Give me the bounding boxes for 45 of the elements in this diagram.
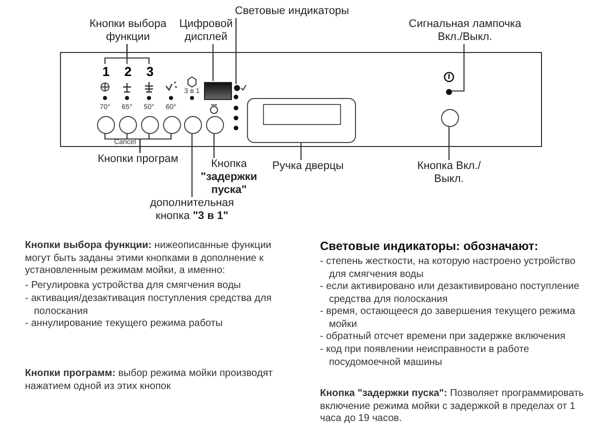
digital-display (204, 82, 232, 100)
callout-label: Кнопка Вкл./Выкл. (409, 160, 489, 186)
description-text: Кнопки выбора функции: нижеописанные функции могут быть заданы этими кнопками в дополнение к установленным режимам мойки, а именно: (25, 240, 272, 278)
number-label: 1 (101, 65, 111, 79)
leader-line (213, 133, 215, 158)
list-item: - Регулировка устройства для смягчения воды (25, 280, 242, 292)
leader-line (212, 44, 214, 81)
leader-line (191, 133, 193, 197)
leader-line (300, 142, 302, 160)
callout-label: Сигнальная лампочка Вкл./Выкл. (405, 18, 525, 44)
round-button (184, 116, 202, 134)
leader-line (139, 133, 172, 153)
callout-label: Кнопки програм (92, 153, 184, 166)
callout-label: Световые индикаторы (222, 5, 362, 18)
callout-label: Кнопки выбора функции (78, 18, 178, 44)
round-button (206, 116, 224, 134)
description-text: Кнопки программ: выбор режима мойки производят нажатием одной из этих кнопок (25, 368, 274, 393)
callout-label: Кнопка "задержки пуска" (199, 158, 259, 197)
callout-label: Ручка дверцы (268, 160, 348, 173)
list-item: - код при появлении неисправности в работе посудомоечной машины (320, 344, 530, 369)
indicator-light (446, 89, 452, 95)
control-panel (60, 52, 542, 147)
list-item: - аннулирование текущего режима работы (25, 318, 224, 330)
leader-line (235, 18, 237, 84)
leader-line (451, 44, 465, 92)
list-item: - если активировано или дезактивировано поступление средства для полоскания (320, 281, 580, 306)
callout-label: Цифровой дисплей (179, 18, 233, 44)
list-item: - степень жесткости, на которую настроено устройство для смягчения воды (320, 256, 576, 281)
number-label: 3 (145, 65, 155, 79)
door-handle (247, 98, 356, 143)
leader-line (448, 126, 450, 160)
list-item: - время, остающееся до завершения текущего режима мойки (320, 306, 576, 331)
round-button (163, 116, 181, 134)
list-item: - активация/дезактивация поступления средства для полоскания (25, 293, 273, 318)
list-item: - обратный отсчет времени при задержке включения (320, 331, 566, 344)
round-button (441, 109, 459, 127)
indicator-light (234, 85, 240, 91)
round-button (141, 116, 159, 134)
number-label: 2 (123, 65, 133, 79)
leader-line (126, 44, 150, 64)
callout-label: дополнительная кнопка "3 в 1" (146, 197, 238, 223)
heading: Световые индикаторы: обозначают: (320, 240, 540, 252)
round-button (119, 116, 137, 134)
description-text: Кнопка "задержки пуска": Позволяет программировать включение режима мойки с задержкой в пределах от 1 часа до 19 часов. (320, 388, 585, 426)
round-button (97, 116, 115, 134)
